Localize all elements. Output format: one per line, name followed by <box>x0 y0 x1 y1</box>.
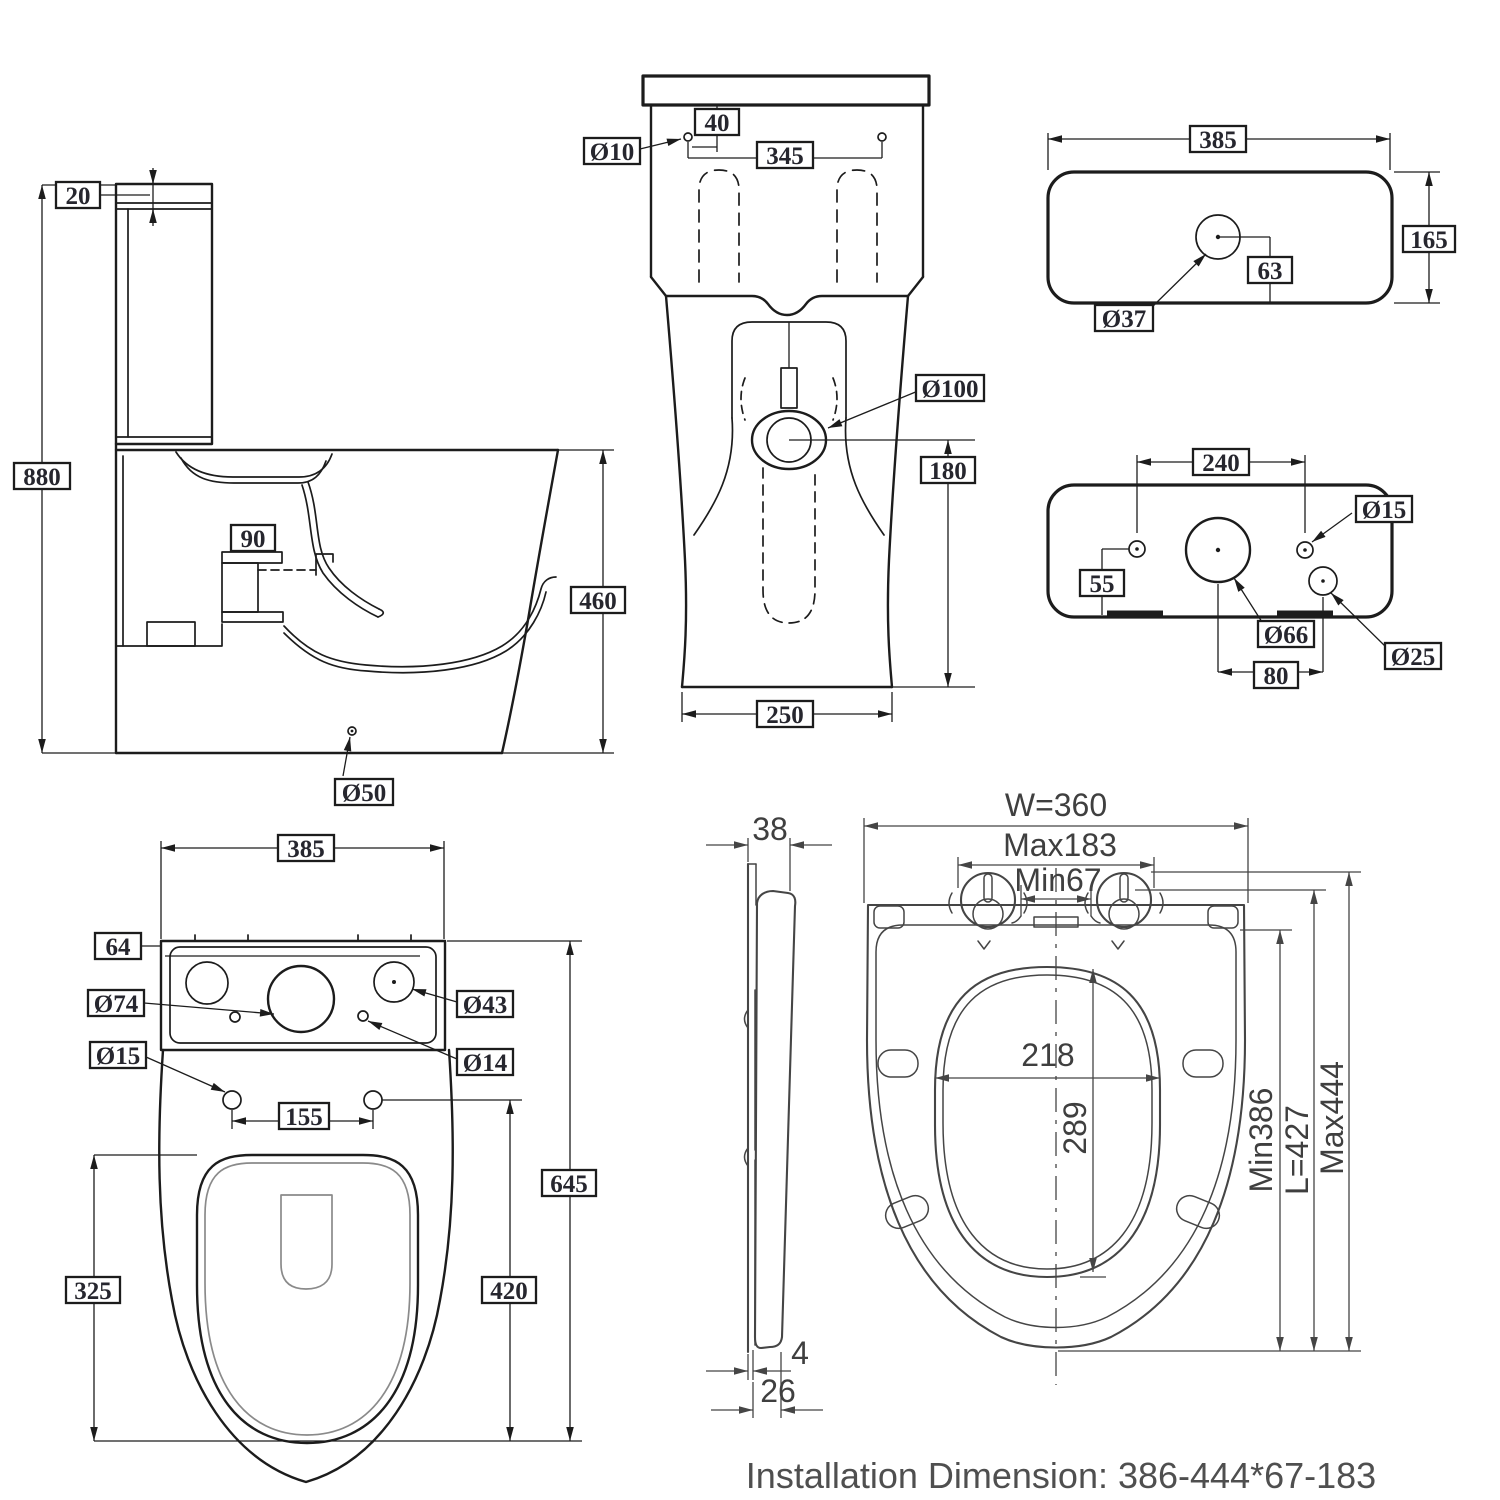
dim-label-hole-10: Ø10 <box>582 136 642 166</box>
dim-289: 289 <box>1057 1101 1093 1154</box>
dim-label-325: 325 <box>64 1275 122 1305</box>
installation-dimension-caption: Installation Dimension: 386-444*67-183 <box>746 1455 1376 1496</box>
cistern-lid-top-view: 385 165 63 Ø37 <box>1046 124 1457 333</box>
dim-label-20: 20 <box>54 180 102 210</box>
svg-text:Ø15: Ø15 <box>1362 497 1406 524</box>
dim-label-hole-14: Ø14 <box>455 1047 515 1077</box>
svg-text:64: 64 <box>106 934 132 961</box>
svg-text:55: 55 <box>1090 571 1115 598</box>
dim-label-345: 345 <box>755 140 815 170</box>
dim-label-880: 880 <box>12 461 72 491</box>
svg-text:80: 80 <box>1264 663 1289 690</box>
dim-label-460: 460 <box>569 585 627 615</box>
svg-text:20: 20 <box>66 183 91 210</box>
dim-218: 218 <box>1021 1037 1074 1073</box>
dim-label-lid-385: 385 <box>1188 124 1248 154</box>
dim-label-250: 250 <box>755 699 815 729</box>
dim-label-180: 180 <box>919 455 977 485</box>
dim-label-80: 80 <box>1252 660 1300 690</box>
svg-text:385: 385 <box>287 836 325 863</box>
svg-text:240: 240 <box>1202 450 1240 477</box>
svg-text:Ø66: Ø66 <box>1264 622 1308 649</box>
dim-label-plan-385: 385 <box>276 833 336 863</box>
svg-text:40: 40 <box>705 110 730 137</box>
dim-26: 26 <box>760 1373 796 1409</box>
dim-label-90: 90 <box>229 523 277 553</box>
dim-label-seat-hole-15: Ø15 <box>88 1040 148 1070</box>
svg-text:63: 63 <box>1258 258 1283 285</box>
dim-label-outlet-100: Ø100 <box>914 373 986 403</box>
svg-text:345: 345 <box>766 143 804 170</box>
svg-text:Ø50: Ø50 <box>342 780 386 807</box>
dim-38: 38 <box>752 811 788 847</box>
dim-label-645: 645 <box>540 1168 598 1198</box>
dim-w360: W=360 <box>1005 787 1107 823</box>
svg-text:Ø15: Ø15 <box>96 1043 140 1070</box>
dim-label-240: 240 <box>1191 447 1251 477</box>
dim-min386: Min386 <box>1243 1088 1279 1193</box>
dim-label-lid-63: 63 <box>1246 255 1294 285</box>
svg-text:Ø10: Ø10 <box>590 139 634 166</box>
dim-min67: Min67 <box>1014 862 1101 898</box>
svg-text:385: 385 <box>1199 127 1237 154</box>
dim-l427: L=427 <box>1279 1105 1315 1195</box>
svg-text:Ø43: Ø43 <box>463 992 507 1019</box>
svg-text:Ø74: Ø74 <box>94 991 139 1018</box>
dim-label-64: 64 <box>93 931 143 961</box>
dim-label-drain-50: Ø50 <box>333 777 395 807</box>
dim-label-hole-43: Ø43 <box>455 989 515 1019</box>
dim-label-hole-25: Ø25 <box>1383 641 1443 671</box>
dim-label-fix-15: Ø15 <box>1354 494 1414 524</box>
svg-text:155: 155 <box>285 1104 323 1131</box>
dim-max183: Max183 <box>1003 827 1117 863</box>
svg-text:Ø100: Ø100 <box>922 376 979 403</box>
dim-label-40: 40 <box>693 107 741 137</box>
svg-text:460: 460 <box>579 588 617 615</box>
dim-label-420: 420 <box>480 1275 538 1305</box>
cistern-base-view: 240 Ø15 55 Ø66 Ø25 80 <box>1046 447 1443 690</box>
plan-view: 385 64 Ø43 Ø74 Ø14 Ø15 155 645 420 325 <box>64 833 598 1484</box>
svg-text:Ø14: Ø14 <box>463 1050 508 1077</box>
svg-text:645: 645 <box>550 1171 588 1198</box>
dim-max444: Max444 <box>1314 1061 1350 1175</box>
svg-text:Ø37: Ø37 <box>1102 306 1146 333</box>
svg-text:420: 420 <box>490 1278 528 1305</box>
svg-text:180: 180 <box>929 458 967 485</box>
svg-text:880: 880 <box>23 464 61 491</box>
seat-views: 38 4 26 W=360 Max183 Min67 <box>706 787 1361 1418</box>
svg-text:90: 90 <box>241 526 266 553</box>
dim-label-button-37: Ø37 <box>1093 303 1155 333</box>
dim-label-55: 55 <box>1078 568 1126 598</box>
dim-label-hole-74: Ø74 <box>86 988 146 1018</box>
svg-text:325: 325 <box>74 1278 112 1305</box>
dim-label-155: 155 <box>277 1101 331 1131</box>
svg-text:250: 250 <box>766 702 804 729</box>
svg-text:Ø25: Ø25 <box>1391 644 1435 671</box>
dim-label-lid-165: 165 <box>1401 224 1457 254</box>
front-view: 40 Ø10 345 Ø100 180 250 <box>582 74 986 729</box>
dim-label-inlet-66: Ø66 <box>1256 619 1316 649</box>
svg-text:165: 165 <box>1410 227 1448 254</box>
dim-4: 4 <box>791 1335 809 1371</box>
side-section-view: 20 880 90 460 Ø50 <box>12 168 627 807</box>
